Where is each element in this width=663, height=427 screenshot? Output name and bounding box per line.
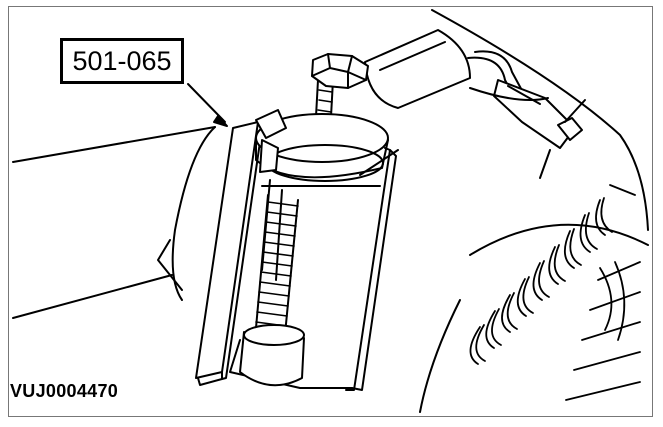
- figure-code: VUJ0004470: [10, 381, 119, 401]
- callout-leader: [187, 83, 228, 127]
- hex-bolt-head: [311, 53, 369, 89]
- collar: [255, 113, 389, 182]
- adapter-cup: [239, 324, 305, 387]
- body-panel-outline: [12, 9, 649, 413]
- side-knob: [255, 109, 287, 173]
- wiring-connector: [364, 29, 586, 179]
- tool-number-text: 501-065: [72, 46, 172, 76]
- puller-frame: [195, 121, 397, 391]
- ribbed-panel: [469, 184, 641, 401]
- special-tool-number-callout: 501-065: [60, 38, 184, 84]
